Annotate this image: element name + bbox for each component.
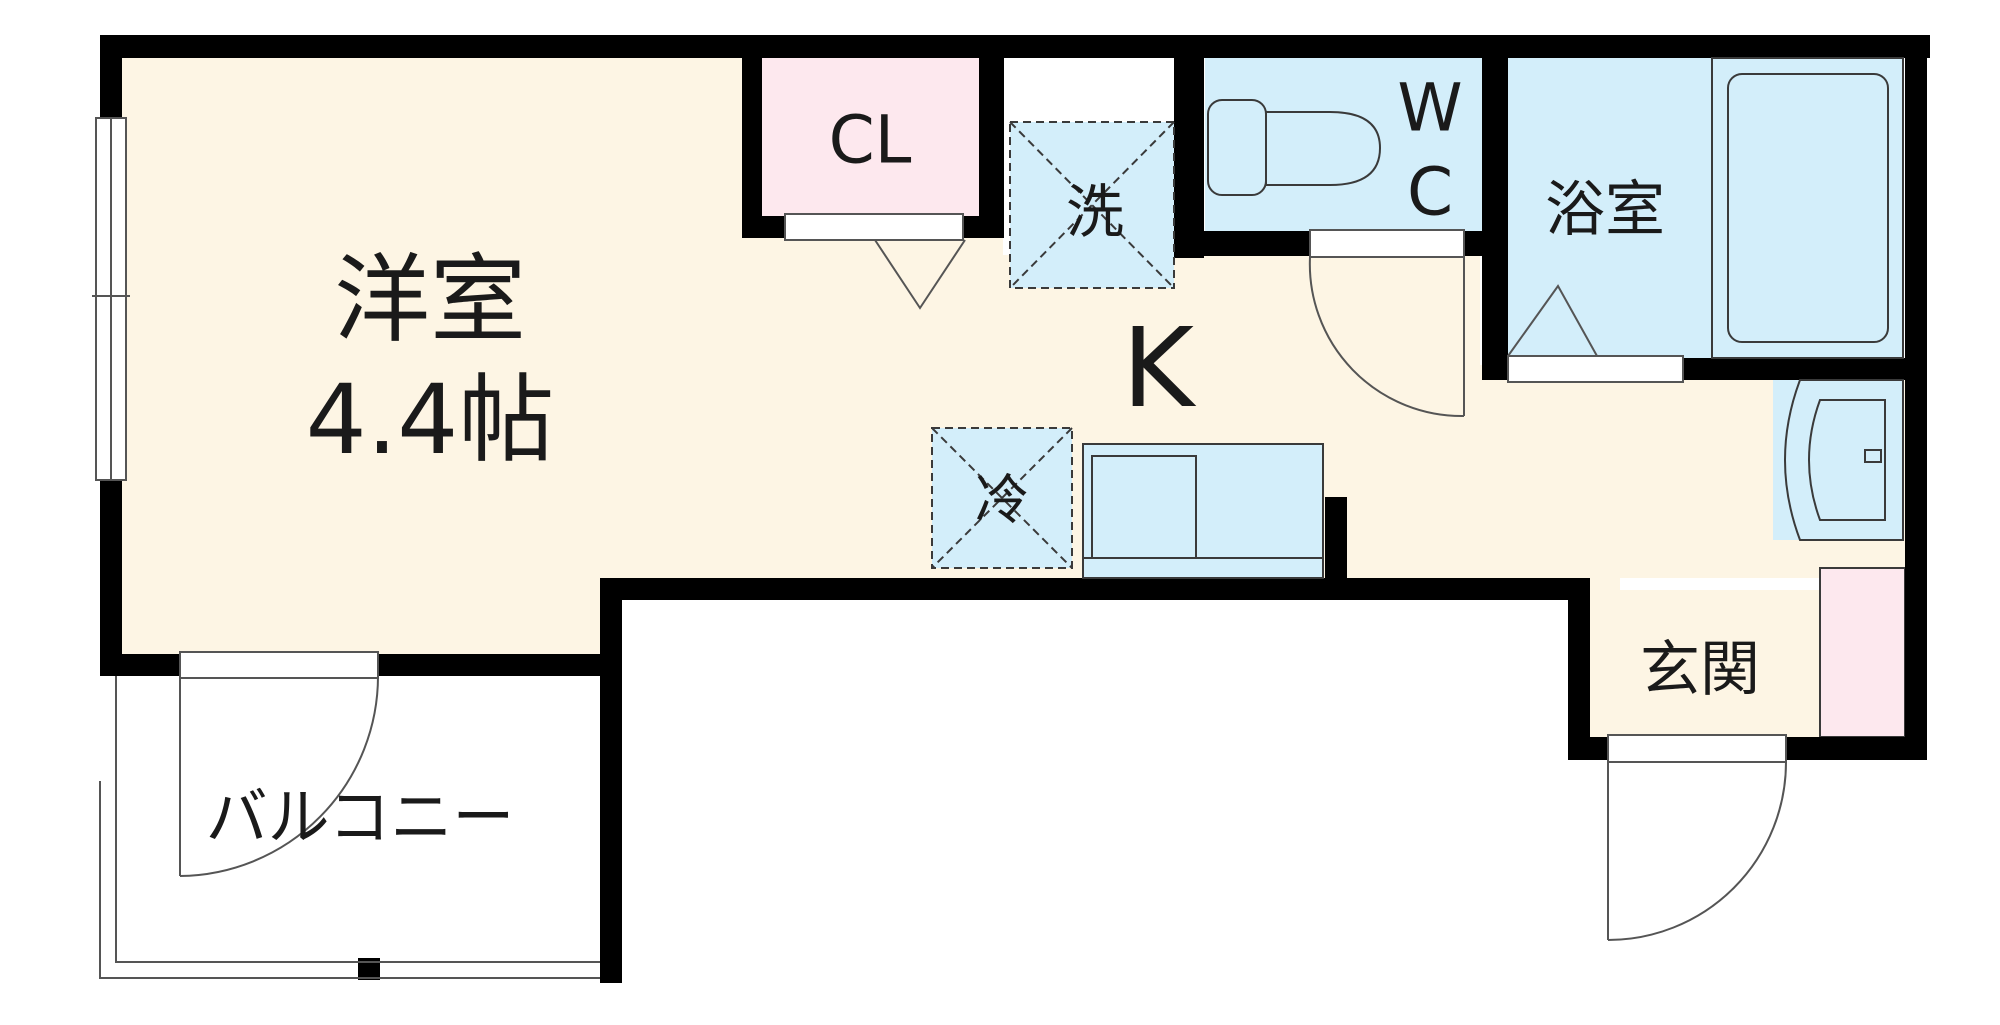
wall-lower [600, 578, 1590, 600]
wc-door-swing [1308, 256, 1465, 418]
bathtub-icon [1711, 57, 1904, 359]
wall-lower-left [600, 578, 622, 983]
balcony-post [358, 958, 380, 980]
wc-label-w: W [1397, 70, 1462, 147]
wall-kitchen-stub [1325, 497, 1347, 592]
fridge-box [931, 427, 1073, 569]
door-swings [179, 239, 1787, 941]
entrance-door-swing [1607, 761, 1787, 941]
wall-top [100, 35, 1930, 58]
entrance-floor [1590, 590, 1820, 737]
wall-washer-right [1174, 58, 1204, 258]
fridge-label: 冷 [975, 469, 1029, 532]
western-room-label: 洋室 [334, 244, 526, 356]
wall-entrance-left [1568, 578, 1590, 760]
toilet-icon [1207, 99, 1382, 196]
wc-label-c: C [1407, 154, 1453, 231]
bath-door-gap [1507, 355, 1684, 383]
balcony-door-gap [179, 651, 379, 679]
wash-basin-icon [1784, 379, 1904, 541]
closet-label: CL [829, 102, 912, 179]
balcony-label: バルコニー [206, 781, 515, 854]
openings [92, 117, 1787, 763]
washer-floor [1010, 122, 1174, 288]
western-room-size-label: 4.4帖 [306, 364, 555, 476]
labels: 洋室 4.4帖 K CL 洗 冷 W C 浴室 玄関 バルコニー [206, 70, 1760, 854]
main-floor [120, 58, 1905, 654]
entrance-label: 玄関 [1640, 635, 1760, 705]
kitchen-sink-icon [1082, 443, 1324, 579]
kitchen-label: K [1122, 304, 1197, 432]
bath-label: 浴室 [1545, 175, 1665, 245]
closet-door-gap [784, 213, 964, 241]
closet-door-swing [874, 239, 966, 310]
wall-closet-left [742, 58, 762, 238]
balcony-door-swing [179, 675, 379, 877]
entrance-door-gap [1607, 734, 1787, 763]
shoe-cabinet [1819, 567, 1906, 738]
wall-closet-right [979, 58, 1004, 238]
washer-box [1009, 121, 1175, 289]
bath-door-swing [1507, 284, 1598, 357]
wall-right [1905, 35, 1927, 760]
fixtures [931, 57, 1904, 579]
washer-label: 洗 [1066, 178, 1124, 246]
closet-floor [762, 58, 979, 216]
wall-wc-right [1482, 58, 1508, 378]
balcony [92, 676, 600, 979]
wc-door-gap [1309, 229, 1465, 258]
